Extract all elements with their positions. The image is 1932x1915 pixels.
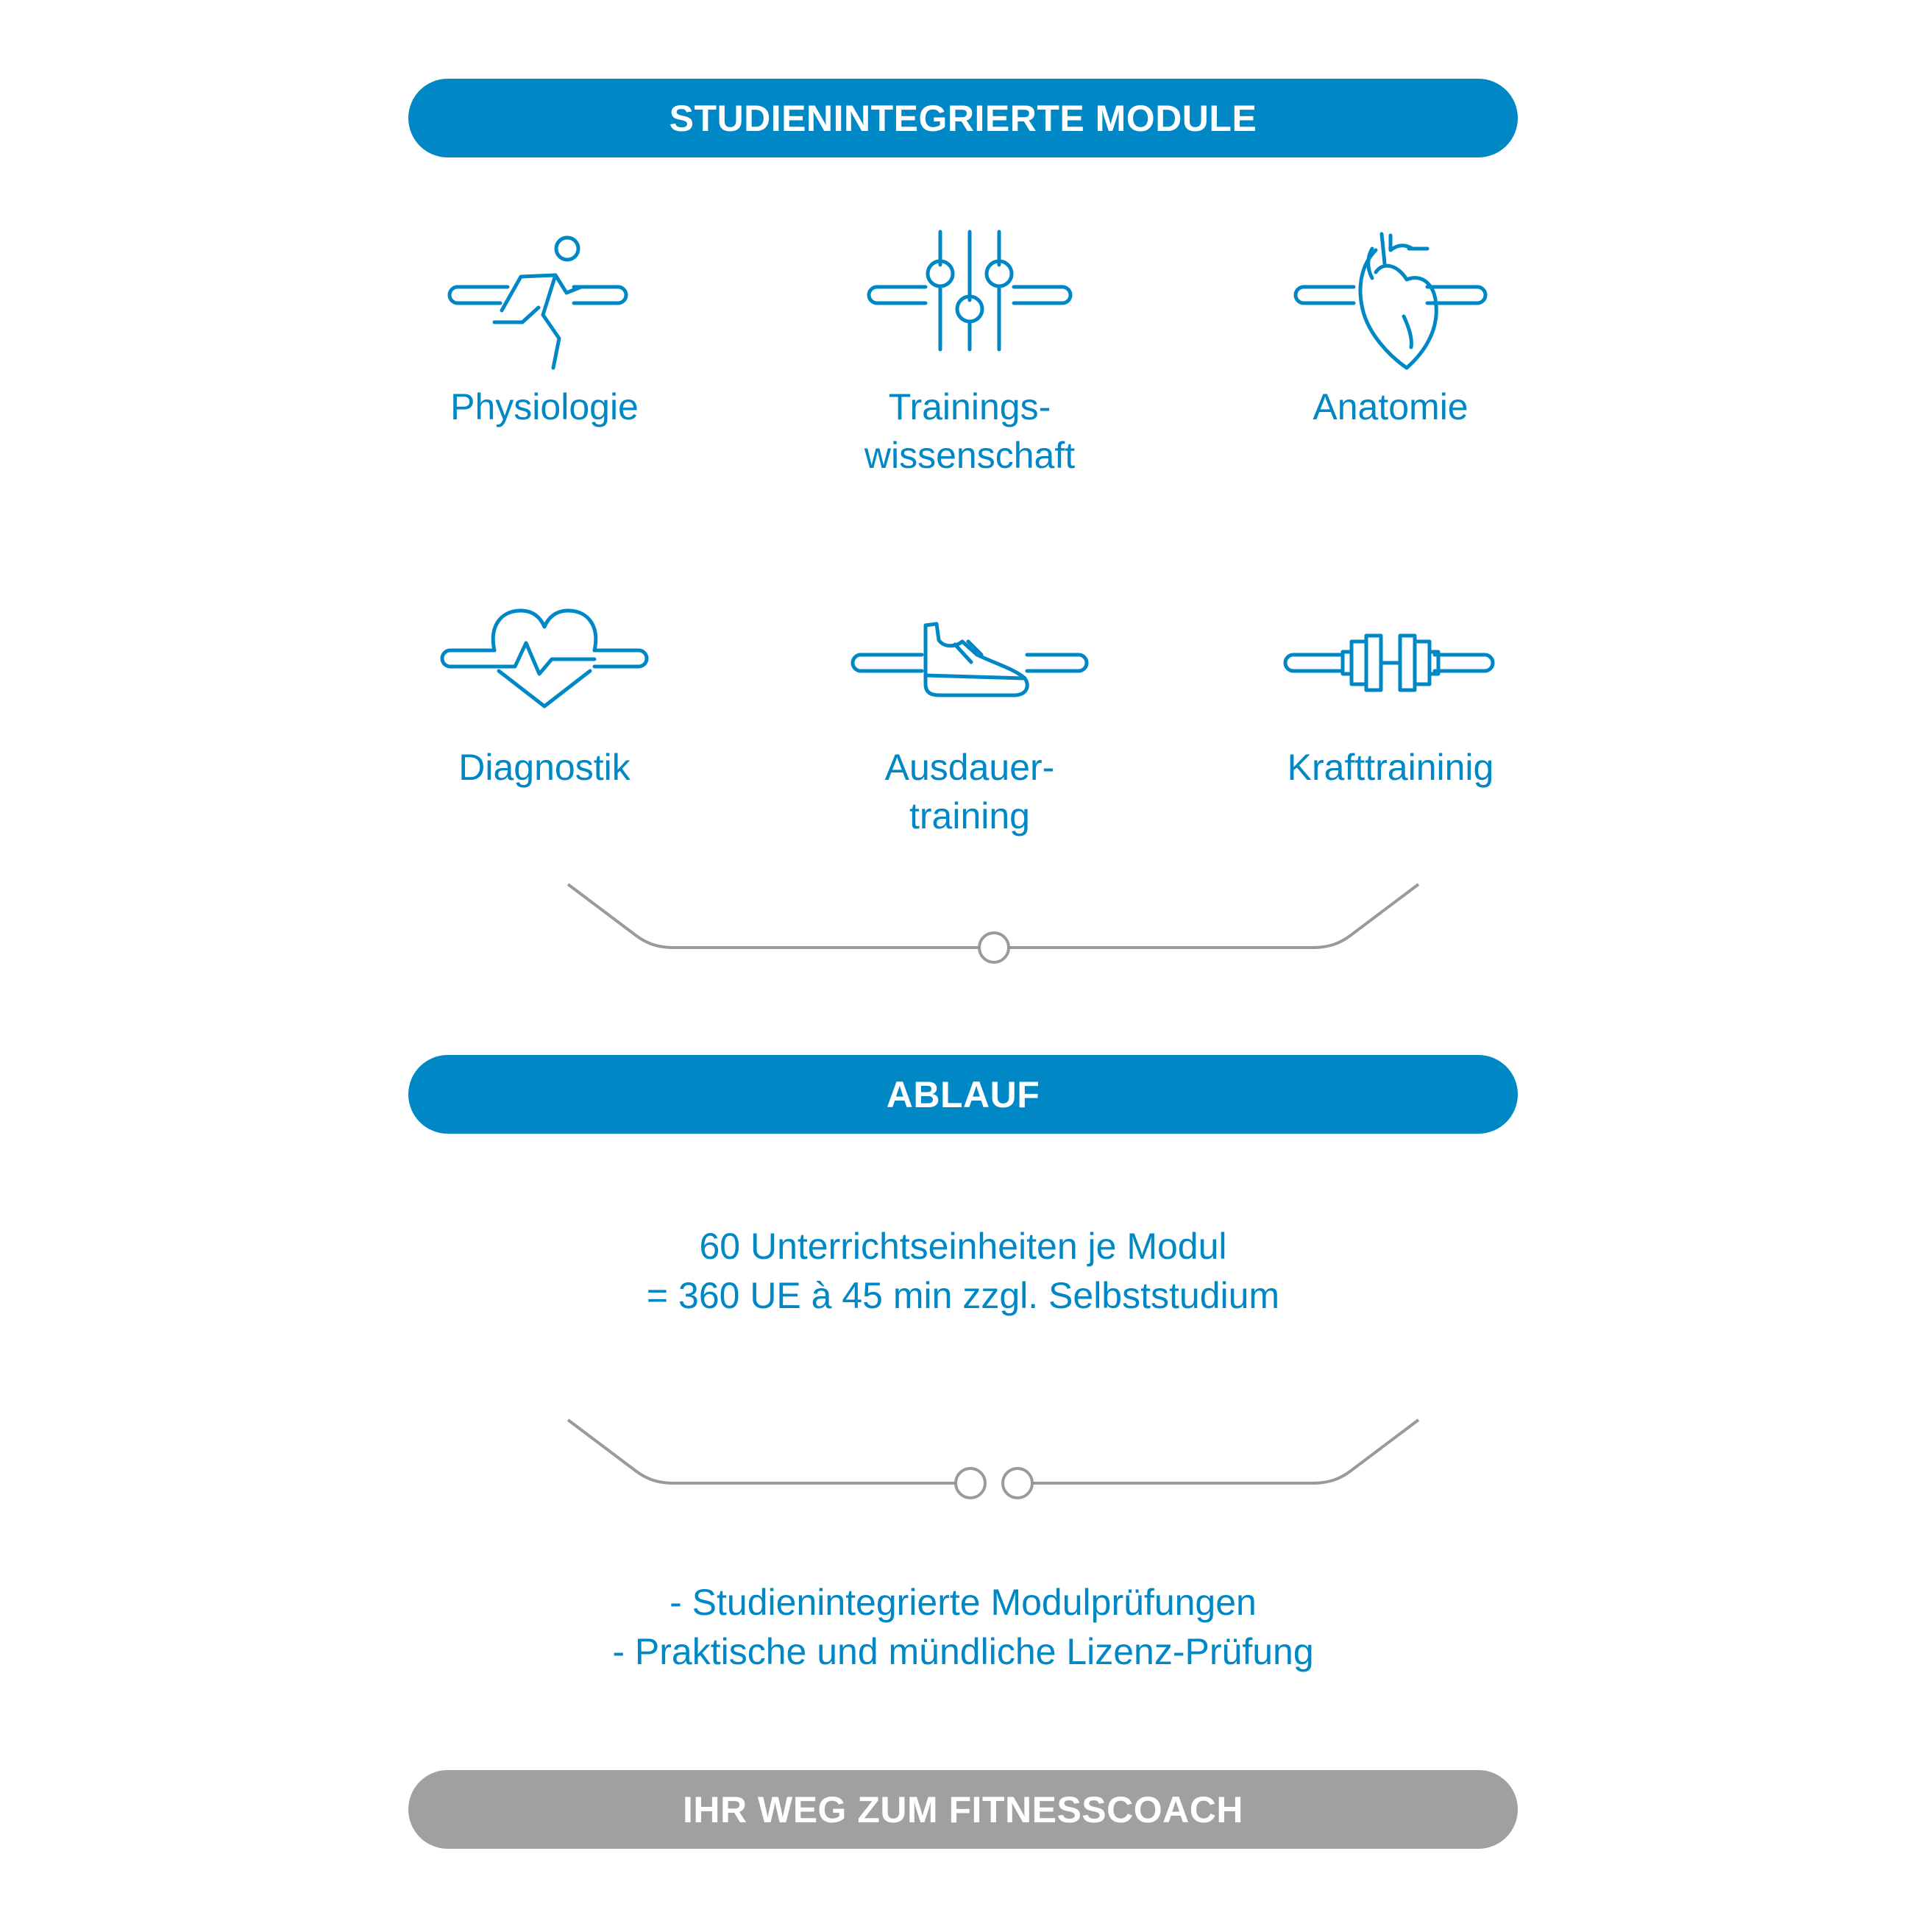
module-diagnostik: Diagnostik [324, 596, 765, 792]
sneaker-icon [850, 622, 1089, 697]
pruefungen-line-2: - Praktische und mündliche Lizenz-Prüfun… [612, 1631, 1314, 1672]
module-trainingswissenschaft: Trainings- wissenschaft [749, 228, 1190, 480]
module-label-line: wissenschaft [864, 435, 1076, 476]
connector-dot [1001, 1467, 1034, 1499]
ablauf-line-2: = 360 UE à 45 min zzgl. Selbststudium [646, 1275, 1280, 1316]
weg-banner: IHR WEG ZUM FITNESSCOACH [408, 1770, 1518, 1849]
connector-double [567, 1418, 1420, 1499]
sliders-icon [867, 230, 1073, 352]
connector-dot [954, 1467, 987, 1499]
pruefungen-line-1: - Studienintegrierte Modulprüfungen [670, 1582, 1257, 1623]
running-person-icon [447, 235, 628, 370]
ablauf-text: 60 Unterrichtseinheiten je Modul = 360 U… [408, 1222, 1518, 1321]
weg-banner-title: IHR WEG ZUM FITNESSCOACH [683, 1788, 1243, 1830]
module-label-line: Ausdauer- [884, 747, 1055, 788]
ablauf-line-1: 60 Unterrichtseinheiten je Modul [699, 1226, 1227, 1267]
dumbbell-icon [1283, 633, 1495, 692]
pruefungen-text: - Studienintegrierte Modulprüfungen - Pr… [408, 1578, 1518, 1677]
module-label-line: Trainings- [888, 386, 1051, 427]
module-krafttraining: Krafttraininig [1170, 596, 1611, 792]
heart-organ-icon [1293, 232, 1488, 370]
module-anatomie: Anatomie [1170, 228, 1611, 431]
module-label-line: Krafttraininig [1287, 747, 1494, 788]
module-label-line: Diagnostik [458, 747, 631, 788]
connector-single [567, 883, 1420, 964]
connector-dot [978, 931, 1010, 964]
heartbeat-icon [440, 608, 649, 708]
modules-banner: STUDIENINTEGRIERTE MODULE [408, 79, 1518, 157]
module-label-line: Anatomie [1313, 386, 1468, 427]
module-physiologie: Physiologie [324, 228, 765, 431]
module-label-line: Physiologie [450, 386, 639, 427]
ablauf-banner: ABLAUF [408, 1055, 1518, 1134]
modules-banner-title: STUDIENINTEGRIERTE MODULE [669, 97, 1257, 139]
ablauf-banner-title: ABLAUF [886, 1073, 1040, 1115]
module-label-line: training [909, 795, 1030, 836]
module-ausdauertraining: Ausdauer- training [749, 596, 1190, 840]
